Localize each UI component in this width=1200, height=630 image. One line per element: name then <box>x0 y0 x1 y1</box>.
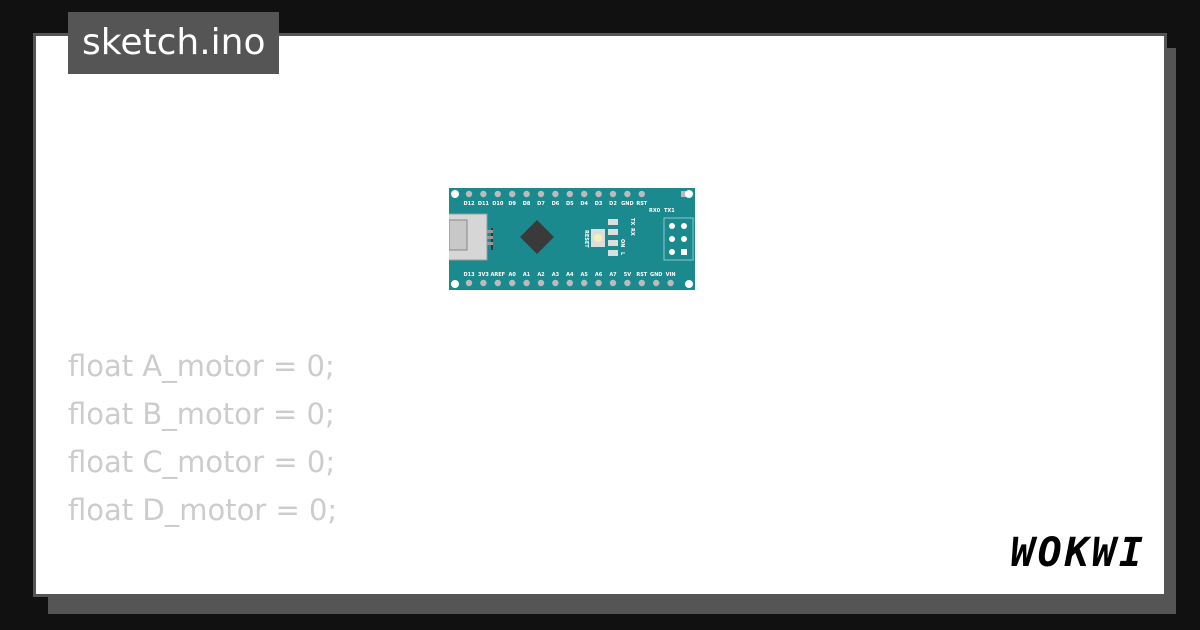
pin-a7[interactable] <box>609 279 617 287</box>
reset-label: RESET <box>583 230 589 248</box>
pin-d3[interactable] <box>595 190 602 198</box>
pin-label: GND <box>621 201 633 207</box>
wokwi-logo: WOKWI <box>1010 530 1146 576</box>
pin-label: A0 <box>509 272 517 278</box>
code-line: float B_motor = 0; <box>68 397 335 431</box>
pin-d6[interactable] <box>552 190 559 198</box>
pin-a1[interactable] <box>523 279 530 287</box>
code-line: float C_motor = 0; <box>68 445 336 479</box>
pin-5v[interactable] <box>624 279 631 287</box>
pin-a5[interactable] <box>581 279 588 287</box>
pin-label: VIN <box>666 272 676 278</box>
pin-label: A3 <box>552 272 560 278</box>
pin-d12[interactable] <box>465 190 473 198</box>
pin-label: D13 <box>463 272 475 278</box>
pin-d5[interactable] <box>566 190 573 198</box>
pin-label: D11 <box>478 201 490 207</box>
pin-d8[interactable] <box>523 190 530 198</box>
pin-aref[interactable] <box>494 279 501 287</box>
pin-d10[interactable] <box>494 190 501 198</box>
pin-label: D6 <box>552 201 560 207</box>
pin-gnd[interactable] <box>624 190 631 198</box>
pin-label: D8 <box>523 201 531 207</box>
pin-rst[interactable] <box>638 190 645 198</box>
pin-label: A6 <box>595 272 603 278</box>
pin-label: D7 <box>537 201 545 207</box>
pin-rst[interactable] <box>638 279 645 287</box>
l-label: L <box>619 252 625 256</box>
pin-d4[interactable] <box>581 190 588 198</box>
tx1-label: TX1 <box>664 208 675 214</box>
pin-a2[interactable] <box>537 279 545 287</box>
pin-label: A2 <box>537 272 545 278</box>
pin-label: RST <box>636 272 647 278</box>
code-line: float D_motor = 0; <box>68 493 338 527</box>
pin-label: A1 <box>523 272 531 278</box>
rx0-label: RX0 <box>649 208 661 214</box>
pin-label: RST <box>636 201 647 207</box>
pin-3v3[interactable] <box>480 279 487 287</box>
pin-d13[interactable] <box>465 279 473 287</box>
rx-label: RX <box>629 228 635 236</box>
code-preview: float A_motor = 0; float B_motor = 0; floa… <box>68 342 337 534</box>
pin-label: 5V <box>624 272 631 278</box>
pin-label: D10 <box>492 201 504 207</box>
pin-d9[interactable] <box>509 190 516 198</box>
pin-a0[interactable] <box>509 279 516 287</box>
pin-a3[interactable] <box>552 279 559 287</box>
pin-label: AREF <box>491 272 506 278</box>
pin-label: D2 <box>609 201 617 207</box>
pin-label: A7 <box>609 272 617 278</box>
code-line: float A_motor = 0; <box>68 349 335 383</box>
pin-d2[interactable] <box>609 190 617 198</box>
pin-gnd[interactable] <box>653 279 660 287</box>
pin-d7[interactable] <box>537 190 545 198</box>
pin-a6[interactable] <box>595 279 602 287</box>
pin-d11[interactable] <box>480 190 487 198</box>
on-label: ON <box>619 239 625 247</box>
pin-label: A5 <box>581 272 589 278</box>
pin-label: 3V3 <box>478 272 489 278</box>
tx-label: TX <box>629 218 635 225</box>
pin-label: D4 <box>580 201 588 207</box>
pin-label: A4 <box>566 272 574 278</box>
pin-vin[interactable] <box>667 279 674 287</box>
pin-label: D3 <box>595 201 603 207</box>
pin-label: GND <box>650 272 662 278</box>
pin-label: D5 <box>566 201 574 207</box>
pin-label: D9 <box>508 201 516 207</box>
pin-square[interactable] <box>681 191 687 197</box>
pin-a4[interactable] <box>566 279 573 287</box>
sketch-title: sketch.ino <box>68 12 280 74</box>
pin-label: D12 <box>463 201 475 207</box>
